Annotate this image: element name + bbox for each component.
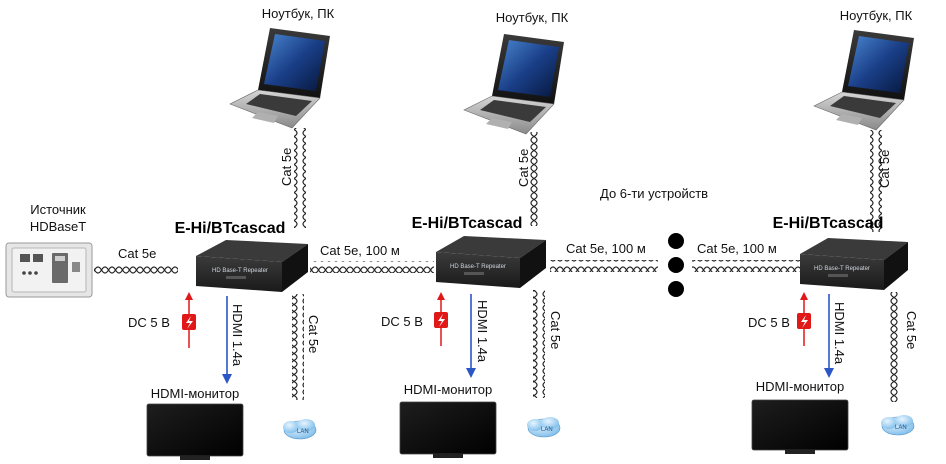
uplink-cable-label: Cat 5e (516, 149, 531, 187)
link-label-dots-3: Cat 5e, 100 м (697, 241, 777, 256)
hdmi-label: HDMI 1.4a (832, 302, 847, 365)
power-icon (182, 292, 196, 348)
laptop-icon (813, 30, 914, 131)
unit-3: Ноутбук, ПК Cat 5e E-Hi/BTcascad HD Base… (748, 8, 919, 454)
source-device: Источник HDBaseT (5, 202, 93, 298)
monitor-label: HDMI-монитор (756, 379, 844, 394)
lan-cable-label: Cat 5e (548, 311, 563, 349)
continuation-dots (668, 233, 684, 297)
power-icon (797, 292, 811, 346)
hdmi-label: HDMI 1.4a (230, 304, 245, 367)
monitor-icon (399, 401, 497, 458)
link-label-2-dots: Cat 5e, 100 м (566, 241, 646, 256)
lan-cable (292, 294, 304, 400)
laptop-label: Ноутбук, ПК (262, 6, 335, 21)
dc-label: DC 5 В (748, 315, 790, 330)
lan-cable-label: Cat 5e (904, 311, 919, 349)
hdbaset-source-panel (5, 242, 93, 298)
unit-1: Ноутбук, ПК Cat 5e E-Hi/BTcascad HD Base… (128, 6, 335, 460)
hdmi-arrow (466, 294, 476, 378)
lan-cable (889, 292, 901, 402)
cable-unit2-to-dots: Cat 5e, 100 м (550, 241, 658, 272)
cascade-note: До 6-ти устройств (600, 186, 708, 201)
cascade-device: HD Base-T Repeater (196, 240, 308, 292)
link-label-1-2: Cat 5e, 100 м (320, 243, 400, 258)
monitor-icon (751, 399, 849, 454)
uplink-cable (870, 130, 882, 232)
uplink-cable (294, 128, 306, 228)
device-face-label: HD Base-T Repeater (212, 268, 268, 274)
uplink-cable-label: Cat 5e (877, 150, 892, 188)
device-face-label: HD Base-T Repeater (814, 266, 870, 272)
link-label-source: Cat 5e (118, 246, 156, 261)
source-label-line2: HDBaseT (30, 219, 86, 234)
monitor-icon (146, 403, 244, 460)
laptop-icon (229, 28, 330, 129)
monitor-label: HDMI-монитор (404, 382, 492, 397)
unit-title: E-Hi/BTcascad (412, 215, 523, 232)
cable-source-to-unit1: Cat 5e (94, 246, 178, 276)
laptop-label: Ноутбук, ПК (496, 10, 569, 25)
lan-cloud-icon: LAN (283, 419, 317, 440)
unit-title: E-Hi/BTcascad (175, 220, 286, 237)
uplink-cable-label: Cat 5e (279, 148, 294, 186)
cable-dots-to-unit3: Cat 5e, 100 м (692, 241, 800, 272)
dc-label: DC 5 В (381, 314, 423, 329)
laptop-icon (463, 34, 564, 135)
device-face-label: HD Base-T Repeater (450, 264, 506, 270)
hdmi-arrow (222, 296, 232, 384)
uplink-cable (528, 132, 540, 226)
hdmi-label: HDMI 1.4a (475, 300, 490, 363)
monitor-label: HDMI-монитор (151, 386, 239, 401)
lan-label: LAN (541, 427, 553, 433)
lan-label: LAN (297, 429, 309, 435)
lan-cable-label: Cat 5e (306, 315, 321, 353)
hdmi-arrow (824, 294, 834, 378)
lan-label: LAN (895, 425, 907, 431)
unit-2: Ноутбук, ПК Cat 5e E-Hi/BTcascad HD Base… (381, 10, 569, 458)
dc-label: DC 5 В (128, 315, 170, 330)
power-icon (434, 292, 448, 346)
cable-unit1-to-unit2: Cat 5e, 100 м (310, 243, 434, 273)
cascade-device: HD Base-T Repeater (436, 236, 546, 288)
source-label-line1: Источник (30, 202, 86, 217)
lan-cloud-icon: LAN (881, 415, 915, 436)
laptop-label: Ноутбук, ПК (840, 8, 913, 23)
unit-title: E-Hi/BTcascad (773, 215, 884, 232)
lan-cloud-icon: LAN (527, 417, 561, 438)
lan-cable (533, 290, 545, 398)
cascade-device: HD Base-T Repeater (800, 238, 908, 290)
